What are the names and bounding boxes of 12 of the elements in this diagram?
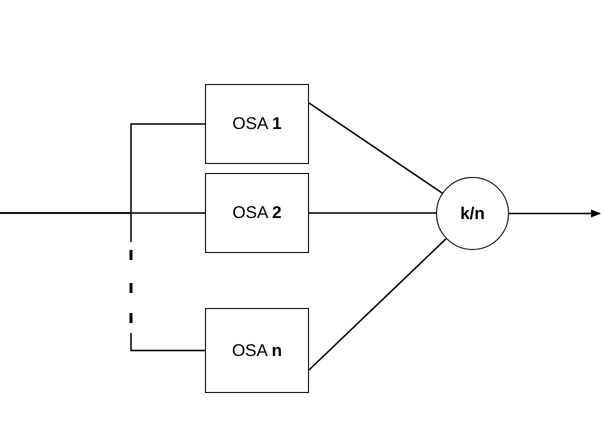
arrow [509,210,601,218]
node-label: k/n [460,204,485,224]
node-label: OSA n [232,340,282,360]
connector-line [309,212,436,214]
connector-line [308,102,443,194]
node-label: OSA 1 [232,114,282,134]
connector-line [308,238,447,371]
node-label: OSA 2 [232,203,282,223]
connector-line [0,212,206,352]
process-box [205,308,309,393]
process-box [205,173,309,253]
process-box [205,84,309,164]
